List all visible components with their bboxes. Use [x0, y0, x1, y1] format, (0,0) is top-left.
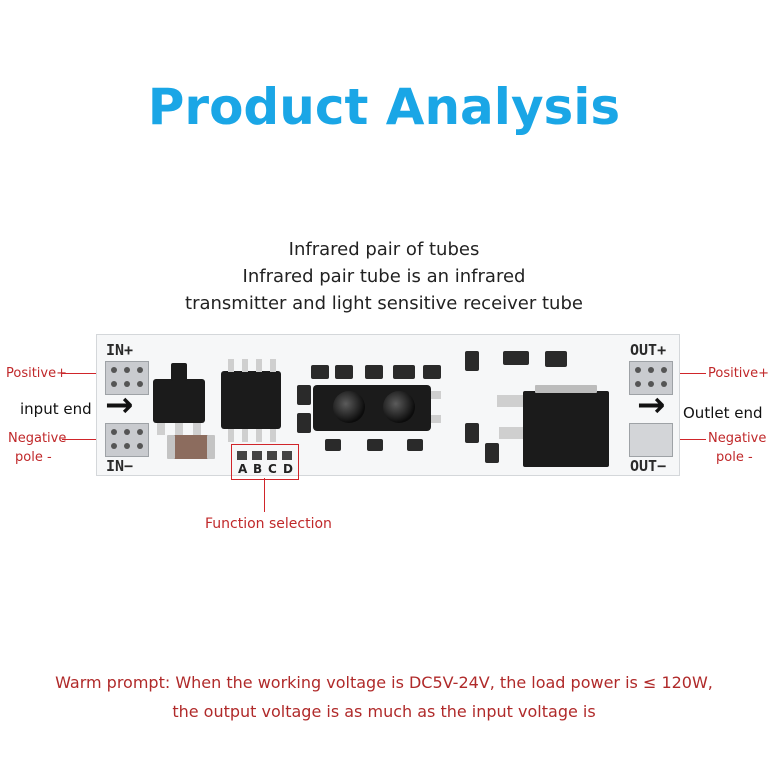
left-positive-label: Positive+	[6, 366, 68, 381]
regulator-tab	[171, 363, 187, 381]
left-negative-label: Negative	[8, 431, 67, 446]
left-positive-pointer	[62, 373, 106, 374]
outlet-end-label: Outlet end	[683, 404, 763, 422]
left-negative-label-2: pole -	[15, 450, 52, 465]
regulator-chip	[153, 379, 205, 423]
diode	[545, 351, 567, 367]
in-minus-silk: IN−	[106, 457, 134, 475]
output-positive-pad	[629, 361, 673, 395]
right-negative-pointer	[660, 439, 706, 440]
pcb-board: IN+ IN− OUT+ OUT− → → A B C D	[96, 334, 680, 476]
function-letter-b: B	[253, 462, 263, 476]
input-positive-pad	[105, 361, 149, 395]
function-selection-pointer	[264, 478, 265, 512]
warning-line-1: Warm prompt: When the working voltage is…	[55, 673, 713, 692]
description-line-2: Infrared pair tube is an infrared	[242, 266, 526, 287]
ir-receiver-lens	[383, 391, 415, 423]
right-negative-label-2: pole -	[716, 450, 753, 465]
mosfet	[523, 391, 609, 467]
ir-emitter-lens	[333, 391, 365, 423]
function-letter-a: A	[238, 462, 248, 476]
right-positive-label: Positive+	[708, 366, 768, 381]
description-line-1: Infrared pair of tubes	[288, 239, 480, 260]
out-plus-silk: OUT+	[630, 341, 667, 359]
output-arrow-icon: →	[637, 385, 666, 425]
right-negative-label: Negative	[708, 431, 767, 446]
function-letter-d: D	[283, 462, 293, 476]
function-letter-c: C	[268, 462, 277, 476]
input-end-label: input end	[20, 400, 92, 418]
page-title: Product Analysis	[147, 78, 621, 136]
description-line-3: transmitter and light sensitive receiver…	[185, 293, 583, 314]
sop8-ic	[221, 371, 281, 429]
function-selection-label: Function selection	[205, 516, 332, 532]
capacitor	[171, 435, 211, 459]
in-plus-silk: IN+	[106, 341, 134, 359]
warning-line-2: the output voltage is as much as the inp…	[172, 702, 596, 721]
input-arrow-icon: →	[105, 385, 134, 425]
out-minus-silk: OUT−	[630, 457, 667, 475]
function-selection-highlight	[231, 444, 299, 480]
input-negative-pad	[105, 423, 149, 457]
left-negative-pointer	[62, 439, 106, 440]
right-positive-pointer	[660, 373, 706, 374]
output-negative-pad	[629, 423, 673, 457]
